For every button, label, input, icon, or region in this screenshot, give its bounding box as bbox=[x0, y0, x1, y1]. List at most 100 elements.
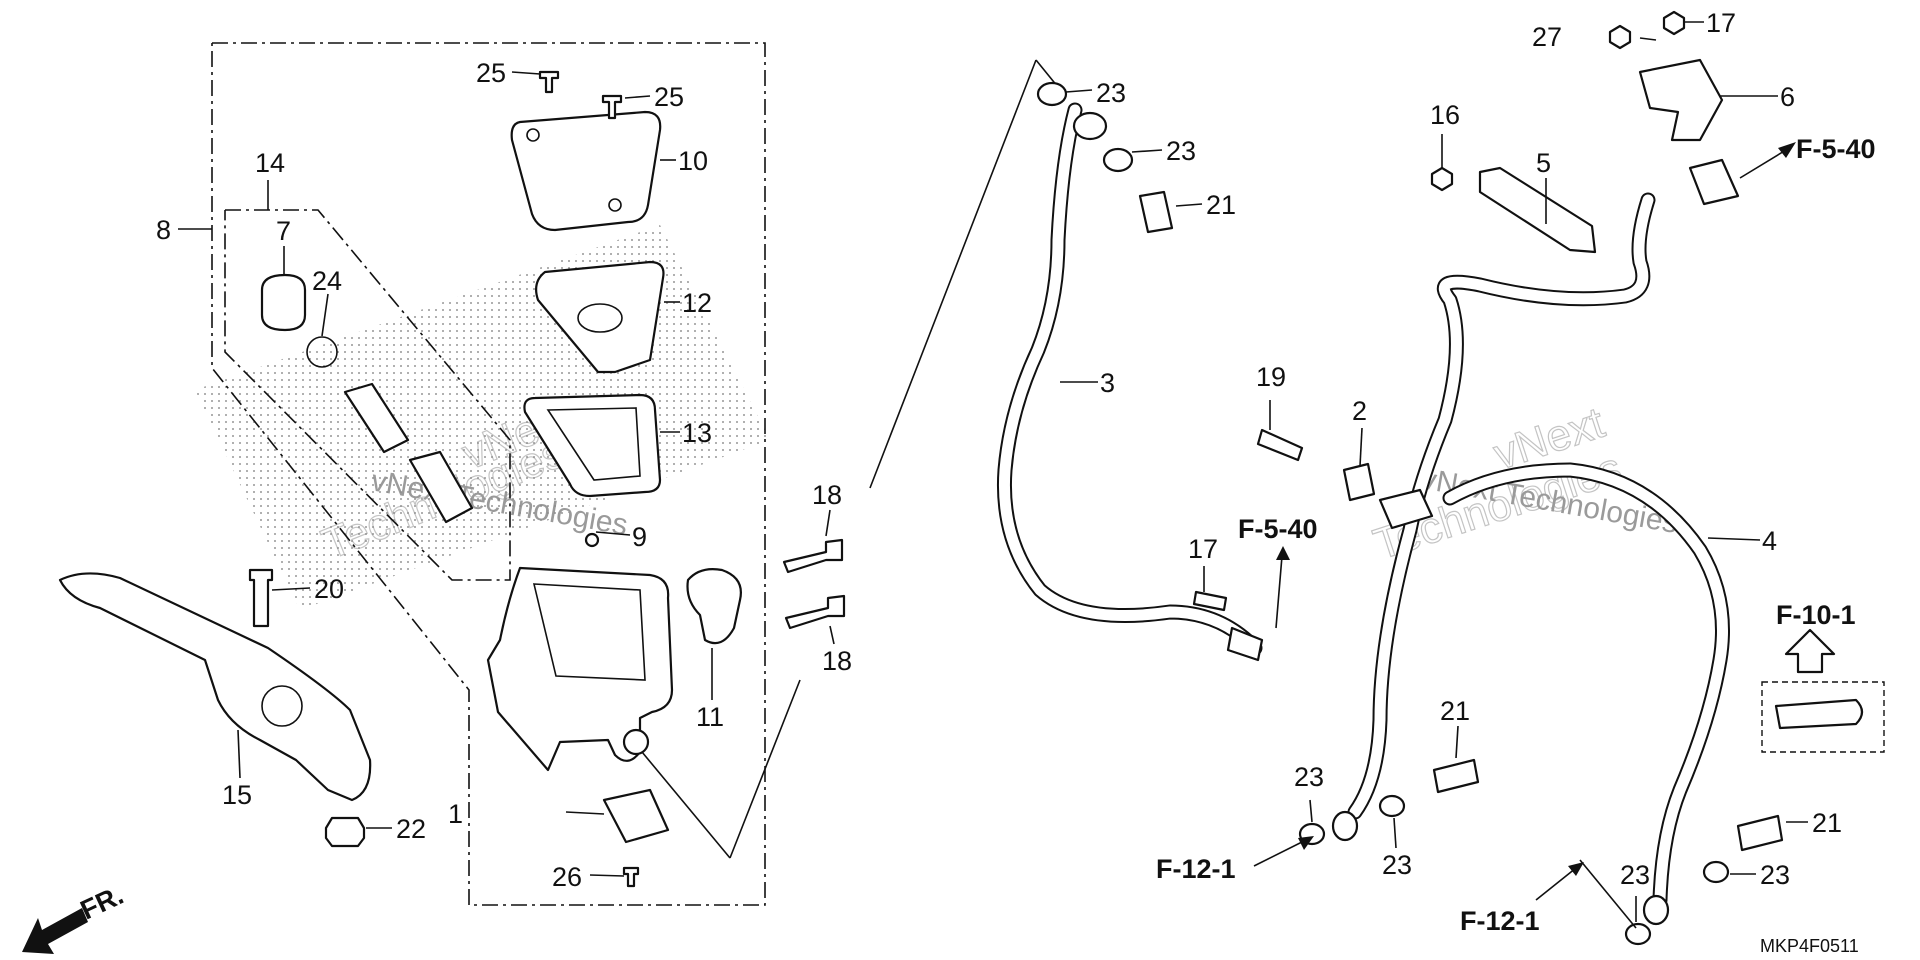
callout-19: 19 bbox=[1256, 362, 1286, 392]
banjo-bolt-21-right bbox=[1736, 814, 1784, 852]
leader-21a bbox=[1175, 203, 1203, 207]
clip-inset-box bbox=[1761, 681, 1885, 753]
reservoir-well bbox=[532, 583, 646, 681]
banjo-bolt-21-top bbox=[1138, 190, 1174, 234]
screw-26 bbox=[622, 866, 640, 888]
banjo-3-top bbox=[1072, 111, 1108, 141]
banjo-lower-right bbox=[1642, 894, 1670, 926]
banjo-lower-left bbox=[1331, 810, 1359, 842]
diaphragm-inner bbox=[546, 407, 641, 481]
bolt-17 bbox=[1192, 590, 1228, 612]
leader-banjo-2 bbox=[729, 679, 801, 859]
diaphragm bbox=[523, 393, 662, 498]
callout-20: 20 bbox=[314, 574, 344, 604]
leader-25a bbox=[511, 71, 541, 75]
callout-23f: 23 bbox=[1760, 860, 1790, 890]
bolt-18a bbox=[782, 538, 844, 574]
circlip-24 bbox=[306, 336, 338, 368]
callout-3: 3 bbox=[1100, 368, 1115, 398]
callout-4: 4 bbox=[1762, 526, 1777, 556]
callout-16: 16 bbox=[1430, 100, 1460, 130]
callout-9: 9 bbox=[632, 522, 647, 552]
cap-hole-1 bbox=[526, 128, 540, 142]
callout-8: 8 bbox=[156, 215, 171, 245]
callout-27: 27 bbox=[1532, 22, 1562, 52]
leader-f121-left bbox=[1253, 839, 1307, 867]
leader-15 bbox=[237, 729, 241, 779]
callout-24: 24 bbox=[312, 266, 342, 296]
callout-11: 11 bbox=[696, 702, 724, 732]
leader-f121-right bbox=[1535, 867, 1577, 901]
washer-23d bbox=[1378, 794, 1406, 818]
leader-9 bbox=[595, 531, 631, 536]
leader-24 bbox=[321, 293, 329, 337]
callout-22: 22 bbox=[396, 814, 426, 844]
arrow-f540-mid bbox=[1276, 546, 1290, 560]
leader-20 bbox=[271, 587, 311, 591]
callout-21b: 21 bbox=[1440, 696, 1470, 726]
callout-7: 7 bbox=[276, 216, 291, 246]
bolt-17-top bbox=[1662, 10, 1686, 36]
up-arrow-icon bbox=[1784, 628, 1836, 674]
handlebar-clamp bbox=[686, 568, 742, 645]
ref-f101: F-10-1 bbox=[1776, 600, 1856, 630]
boot-7 bbox=[260, 273, 307, 332]
hose-3-fitting bbox=[1226, 626, 1264, 662]
spring bbox=[408, 450, 474, 524]
pivot-bolt bbox=[248, 568, 274, 628]
hose-top-fitting bbox=[1688, 158, 1740, 206]
leader-23b bbox=[1131, 149, 1163, 153]
piston bbox=[343, 382, 410, 454]
reference-labels: F-5-40 F-5-40 F-10-1 F-12-1 F-12-1 bbox=[1156, 134, 1876, 936]
banjo-bolt-21-mid bbox=[1432, 758, 1480, 794]
leader-18b bbox=[829, 625, 835, 645]
callout-18a: 18 bbox=[812, 480, 842, 510]
screw-25a bbox=[538, 70, 560, 94]
clip-inset-part bbox=[1774, 698, 1864, 730]
ref-f540-mid: F-5-40 bbox=[1238, 514, 1318, 544]
reservoir-cap bbox=[510, 110, 662, 232]
callout-26: 26 bbox=[552, 862, 582, 892]
callout-6: 6 bbox=[1780, 82, 1795, 112]
callout-13: 13 bbox=[682, 418, 712, 448]
callout-17-top: 17 bbox=[1706, 8, 1736, 38]
arrow-f121-right bbox=[1568, 862, 1584, 876]
leader-23c bbox=[1309, 799, 1313, 823]
screw-25b bbox=[601, 94, 623, 120]
arrow-f121-left bbox=[1298, 836, 1314, 850]
callout-2: 2 bbox=[1352, 396, 1367, 426]
washer-23b bbox=[1102, 147, 1134, 173]
leader-21b bbox=[1455, 725, 1459, 759]
callout-15: 15 bbox=[222, 780, 252, 810]
callout-18b: 18 bbox=[822, 646, 852, 676]
clip-2 bbox=[1342, 462, 1376, 502]
ref-f121-right: F-12-1 bbox=[1460, 906, 1540, 936]
leader-25b bbox=[624, 95, 651, 99]
brake-hose-3-inner bbox=[998, 104, 1261, 654]
brake-hose-group bbox=[996, 10, 1885, 946]
leader-18a bbox=[825, 509, 831, 537]
lever-adjuster bbox=[261, 685, 303, 727]
leader-4 bbox=[1707, 537, 1761, 541]
stop-switch bbox=[602, 788, 670, 844]
callout-12: 12 bbox=[682, 288, 712, 318]
callout-23d: 23 bbox=[1382, 850, 1412, 880]
hose-joint bbox=[1378, 488, 1434, 530]
bolt-19 bbox=[1256, 428, 1304, 462]
washer-23a bbox=[1036, 81, 1068, 107]
brake-lever bbox=[58, 572, 372, 802]
washer-23f bbox=[1702, 860, 1730, 884]
ref-f121-left: F-12-1 bbox=[1156, 854, 1236, 884]
leader-banjo-1 bbox=[641, 751, 731, 859]
arrow-f540-top bbox=[1778, 142, 1796, 158]
callout-17: 17 bbox=[1188, 534, 1218, 564]
callout-numbers: 1 2 3 4 5 6 7 8 9 10 11 12 13 14 15 16 1… bbox=[156, 8, 1842, 892]
bolt-27 bbox=[1608, 24, 1632, 50]
callout-25b: 25 bbox=[654, 82, 684, 112]
leader-f540-top bbox=[1739, 149, 1787, 179]
bracket-6 bbox=[1638, 58, 1724, 142]
master-cylinder-group bbox=[58, 42, 1063, 906]
callout-23e: 23 bbox=[1620, 860, 1650, 890]
part-9 bbox=[584, 532, 600, 548]
